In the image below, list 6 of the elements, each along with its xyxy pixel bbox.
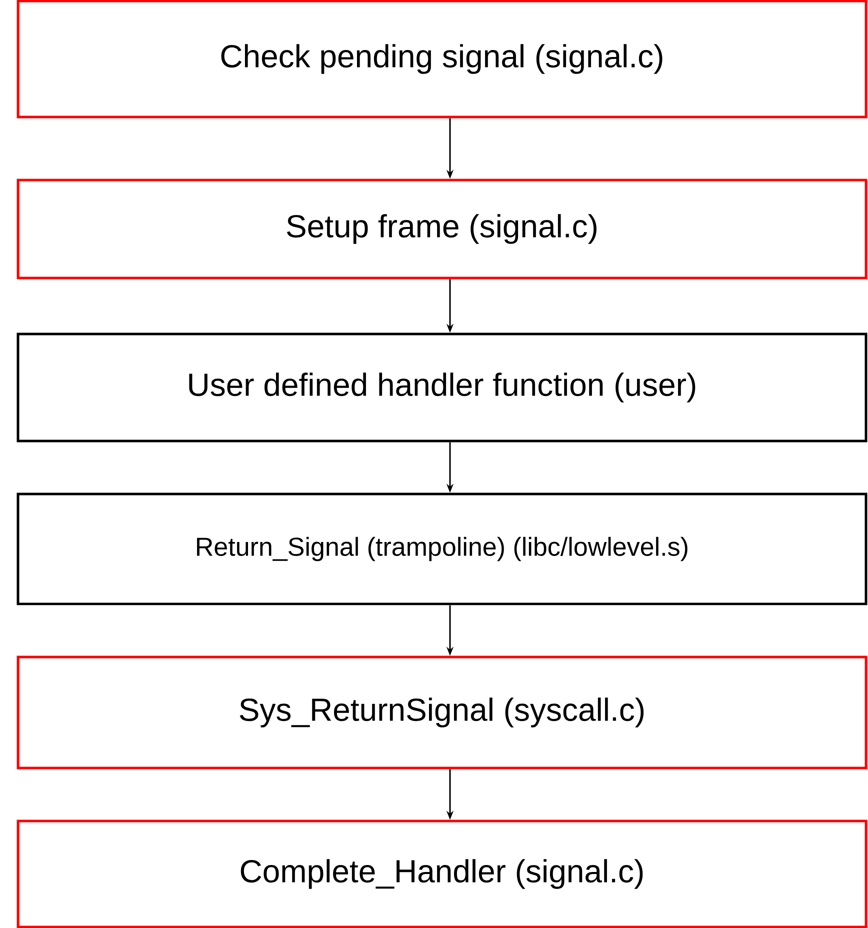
process-box: User defined handler function (user) [16,332,868,442]
process-box: Sys_ReturnSignal (syscall.c) [16,656,868,770]
process-box: Complete_Handler (signal.c) [16,820,868,928]
process-box: Return_Signal (trampoline) (libc/lowlevel.s) [16,492,868,606]
process-box: Setup frame (signal.c) [16,178,868,280]
process-box: Check pending signal (signal.c) [16,0,868,118]
